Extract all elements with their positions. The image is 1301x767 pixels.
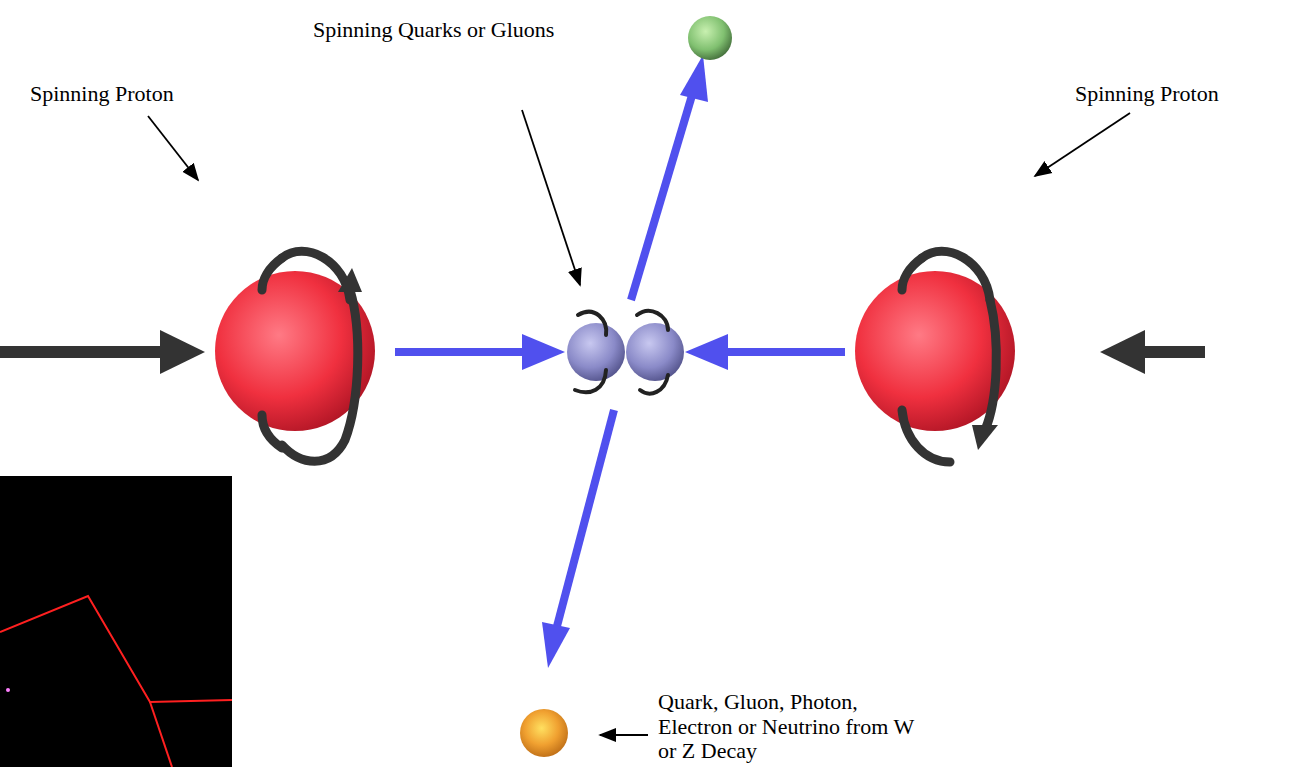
parton-spin-arrow xyxy=(575,311,668,394)
proton-sphere xyxy=(215,271,1015,431)
parton-label: Spinning Quarks or Gluons xyxy=(313,18,554,43)
outgoing-arrow xyxy=(542,55,708,668)
spin-arrow xyxy=(262,251,996,462)
product-sphere xyxy=(688,16,732,60)
proton-label: Spinning Proton xyxy=(30,82,174,107)
product-sphere xyxy=(520,709,568,757)
parton-sphere xyxy=(567,323,684,381)
spin-arrowhead xyxy=(338,268,998,450)
product-label: Quark, Gluon, Photon, Electron or Neutri… xyxy=(658,690,933,764)
event-display-inset xyxy=(0,476,232,767)
proton-label: Spinning Proton xyxy=(1075,82,1219,107)
leader-line xyxy=(148,110,1130,735)
